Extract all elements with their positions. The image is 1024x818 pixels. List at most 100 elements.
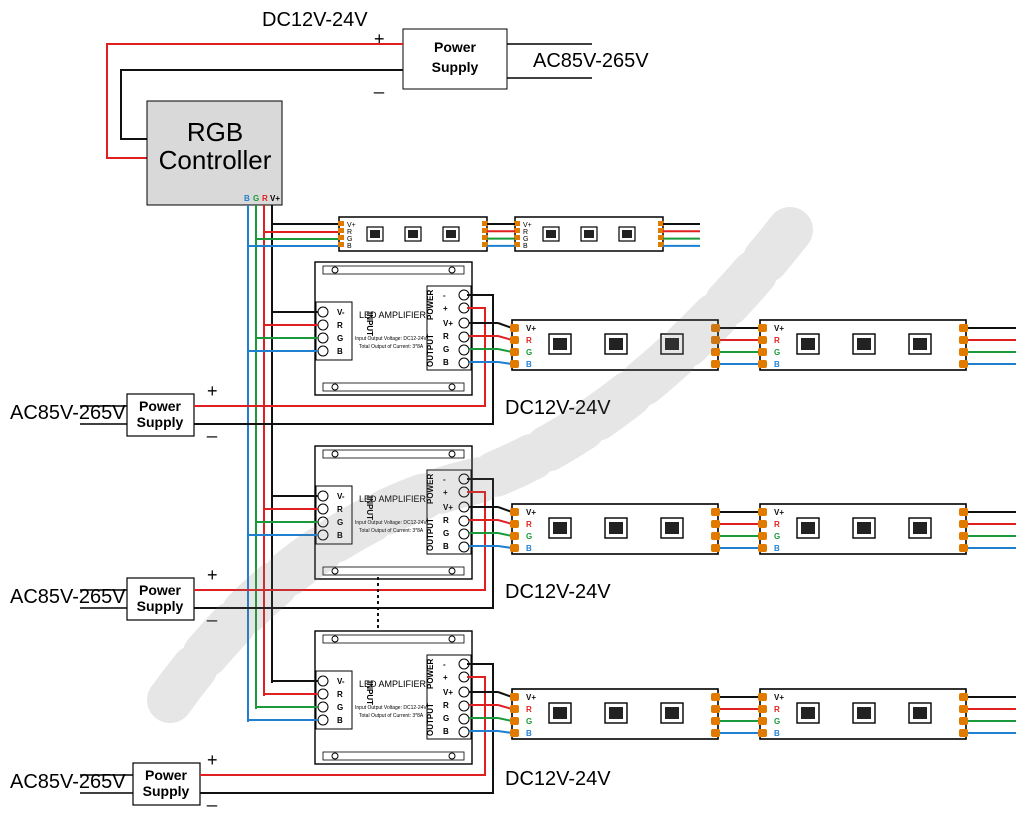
strip-terminal	[758, 729, 767, 737]
led-chip-core	[408, 230, 418, 238]
output-pin-label: B	[443, 727, 449, 736]
led-chip-core	[546, 230, 556, 238]
strip-pin-label: V+	[526, 508, 536, 517]
strip-terminal	[482, 235, 488, 240]
output-terminal	[458, 331, 470, 343]
strip-terminal	[658, 235, 664, 240]
dc-label: DC12V-24V	[505, 397, 611, 419]
power-supply-line2: Supply	[137, 598, 184, 614]
strip-terminal	[711, 324, 720, 332]
screw-hole	[331, 635, 339, 643]
strip-terminal	[482, 242, 488, 247]
power-label: POWER	[426, 290, 435, 320]
strip-terminal	[711, 705, 720, 713]
led-chip-core	[665, 338, 679, 350]
output-pin-label: R	[443, 516, 449, 525]
strip-terminal	[482, 221, 488, 226]
input-pin-label: V-	[337, 308, 345, 317]
power-supply-box	[132, 762, 201, 806]
input-terminal	[317, 503, 329, 515]
strip-pin-label: G	[774, 348, 780, 357]
strip-terminal	[510, 717, 519, 725]
strip-pin-label: G	[526, 717, 532, 726]
strip-pin-label: B	[526, 729, 532, 738]
top-strip-wires	[248, 223, 339, 247]
strip-terminal	[514, 242, 520, 247]
amplifier-top-rail	[322, 634, 465, 644]
strip-terminal	[758, 693, 767, 701]
strip-terminal	[959, 729, 968, 737]
led-chip-core	[609, 338, 623, 350]
output-pin-label: R	[443, 332, 449, 341]
strip-terminal	[959, 532, 968, 540]
strip-terminal	[758, 705, 767, 713]
input-terminal	[317, 675, 329, 687]
power-label: POWER	[426, 474, 435, 504]
strip-pin-label: B	[774, 729, 780, 738]
positive-wire	[194, 491, 486, 591]
power-label: POWER	[426, 659, 435, 689]
led-chip-core	[913, 707, 927, 719]
led-chip-core	[622, 230, 632, 238]
strip-a: V+RGB	[510, 319, 720, 371]
strip-terminal	[658, 221, 664, 226]
top-positive-wire	[106, 43, 403, 159]
strip-terminal	[758, 324, 767, 332]
screw-hole	[448, 266, 456, 274]
amplifier-spec-2: Total Output of Current: 3*8A	[359, 344, 424, 350]
input-pin-label: V-	[337, 492, 345, 501]
input-label: INPUT	[365, 681, 374, 705]
amplifier-title: LED AMPLIFIER	[359, 310, 427, 320]
strip-terminal	[510, 324, 519, 332]
plus-sign: +	[207, 565, 218, 585]
strip-pin-label: R	[774, 705, 780, 714]
output-pin-label: G	[443, 714, 449, 723]
strip-b: V+RGB	[758, 688, 968, 740]
strip-pin-label: V+	[523, 222, 532, 229]
controller-line1: RGB	[187, 117, 243, 147]
strip-terminal	[758, 520, 767, 528]
led-chip-core	[913, 338, 927, 350]
output-wire	[497, 322, 513, 329]
strip-terminal	[510, 532, 519, 540]
strip-terminal	[510, 360, 519, 368]
strip-a: V+RGB	[510, 503, 720, 555]
strip-a: V+RGB	[510, 688, 720, 740]
output-pin-label: R	[443, 701, 449, 710]
strip-terminal	[711, 717, 720, 725]
power-pin-label: +	[443, 673, 448, 682]
output-wire	[497, 519, 513, 525]
led-chip-core	[553, 522, 567, 534]
positive-wire	[200, 676, 486, 776]
power-pin-label: -	[443, 660, 446, 669]
input-pin-label: B	[337, 531, 343, 540]
strip-terminal	[711, 544, 720, 552]
strip-terminal	[510, 544, 519, 552]
screw-hole	[448, 635, 456, 643]
strip-terminal	[758, 360, 767, 368]
amplifier-title: LED AMPLIFIER	[359, 494, 427, 504]
controller-pin-vplus: V+	[270, 194, 280, 203]
strip-pin-label: G	[774, 532, 780, 541]
strip-terminal	[758, 532, 767, 540]
strip-terminal	[711, 360, 720, 368]
strip-pin-label: V+	[774, 508, 784, 517]
input-terminal	[317, 345, 329, 357]
output-label: OUTPUT	[426, 703, 435, 736]
top-power-supply-group: DC12V-24V + _ Power Supply AC85V-265V	[106, 9, 649, 159]
power-supply-box	[126, 393, 195, 437]
strip-pin-label: R	[526, 520, 532, 529]
ac-label: AC85V-265V	[10, 586, 126, 608]
input-terminal	[317, 319, 329, 331]
input-terminal	[317, 701, 329, 713]
strip-terminal	[514, 235, 520, 240]
input-pin-label: G	[337, 334, 343, 343]
strip-terminal	[758, 717, 767, 725]
controller-box	[146, 100, 283, 206]
strip-terminal	[959, 324, 968, 332]
power-supply-line2: Supply	[143, 783, 190, 799]
top-strip-2: V+RGB	[514, 216, 664, 252]
